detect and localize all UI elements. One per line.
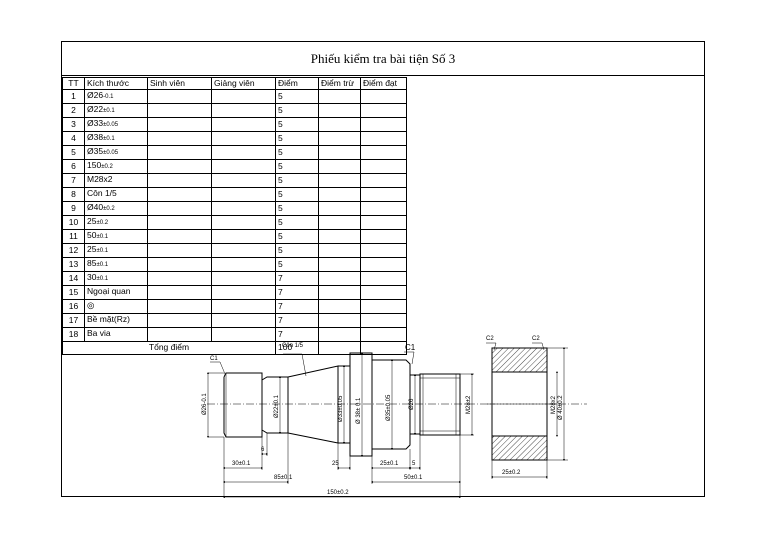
dimension-tolerance: -0.1 [103,94,114,101]
inspection-sheet: Phiếu kiểm tra bài tiện Số 3 TT Kích thư… [61,41,705,498]
dimension-value: Ø35 [87,146,104,157]
dim-dia-35: Ø35±0.05 [386,394,392,421]
dimension-value: 25 [87,216,97,227]
header-achieved: Điểm đạt [360,76,407,91]
dim-len-150: 150±0.2 [327,490,349,496]
dimension-tolerance: ±0.2 [101,164,113,171]
dimension-tolerance: ±0.2 [103,206,115,213]
dimension-tolerance: ±0.1 [103,136,115,143]
dimension-value: 25 [87,244,97,255]
dimension-value: Ngoại quan [87,286,131,297]
dimension-value: 85 [87,258,97,269]
chamfer-c2-right: C2 [532,336,540,342]
grading-table: TT Kích thước Sinh viên Giảng viên Điểm … [62,76,407,355]
dimension-tolerance: ±0.1 [96,234,109,241]
table-header-row: TT Kích thước Sinh viên Giảng viên Điểm … [62,76,407,91]
dim-len-30: 30±0.1 [232,461,251,467]
dimension-tolerance: ±0.1 [96,276,109,283]
dimension-value: Ø38 [87,132,104,143]
header-dimension: Kích thước [84,76,148,91]
total-achieved [360,341,407,355]
dim-len-6: 6 [261,447,265,453]
dim-dia-38: Ø 38± 0.1 [356,397,362,424]
dimension-value: 50 [87,230,97,241]
dim-len-85: 85±0.1 [274,475,293,481]
dim-dia-33: Ø33±0.05 [338,395,344,422]
dim-dia-26: Ø26-0.1 [202,393,208,415]
header-deduction: Điểm trừ [318,76,361,91]
dimension-lines [207,342,568,498]
dim-dia-22: Ø22±0.1 [274,394,280,418]
row-dimension: Ø33±0.05 [84,117,148,133]
nut-section [487,347,557,461]
dimension-tolerance: ±0.1 [96,262,109,269]
dimension-value: Ø26 [87,90,104,101]
dimension-tolerance: ±0.05 [103,122,119,129]
dim-nut-dia: Ø 40±0.2 [558,395,564,420]
dimension-value: 30 [87,272,97,283]
dimension-value: Bề mặt(Rz) [87,314,130,325]
chamfer-c2-left: C2 [486,336,494,342]
dim-len-5: 5 [412,461,416,467]
dim-len-25b: 25±0.1 [380,461,399,467]
dim-dia-26b: Ø26 [409,398,415,410]
dimension-value: M28x2 [87,174,113,185]
dim-len-nut: 25±0.2 [502,470,521,476]
dimension-value: Côn 1/5 [87,188,117,199]
dimension-tolerance: ±0.05 [103,150,119,157]
header-score: Điểm [275,76,319,91]
chamfer-c1-left: C1 [210,356,218,362]
chamfer-c1-right: C1 [405,343,416,352]
dimension-value: Ø33 [87,118,104,129]
header-student: Sinh viên [147,76,212,91]
dim-thread: M28±2 [466,395,472,414]
technical-drawing: Côn 1/5 C1 C1 C2 C2 Ø26-0.1 Ø22±0.1 Ø33±… [202,336,587,498]
dim-len-25: 25 [332,461,339,467]
dimension-value: Ba via [87,328,111,339]
dimension-value: Ø40 [87,202,104,213]
dimension-value: Ø22 [87,104,104,115]
dim-nut-thread: M28x2 [551,395,557,414]
dimension-tolerance: ±0.2 [96,220,109,227]
dimension-tolerance: ±0.1 [103,108,115,115]
taper-label: Côn 1/5 [282,343,304,349]
dimension-value: ◎ [87,300,95,311]
dim-len-50: 50±0.1 [404,475,423,481]
dimension-value: 150 [87,160,102,171]
sheet-title: Phiếu kiểm tra bài tiện Số 3 [62,42,704,76]
dimension-tolerance: ±0.1 [96,248,109,255]
